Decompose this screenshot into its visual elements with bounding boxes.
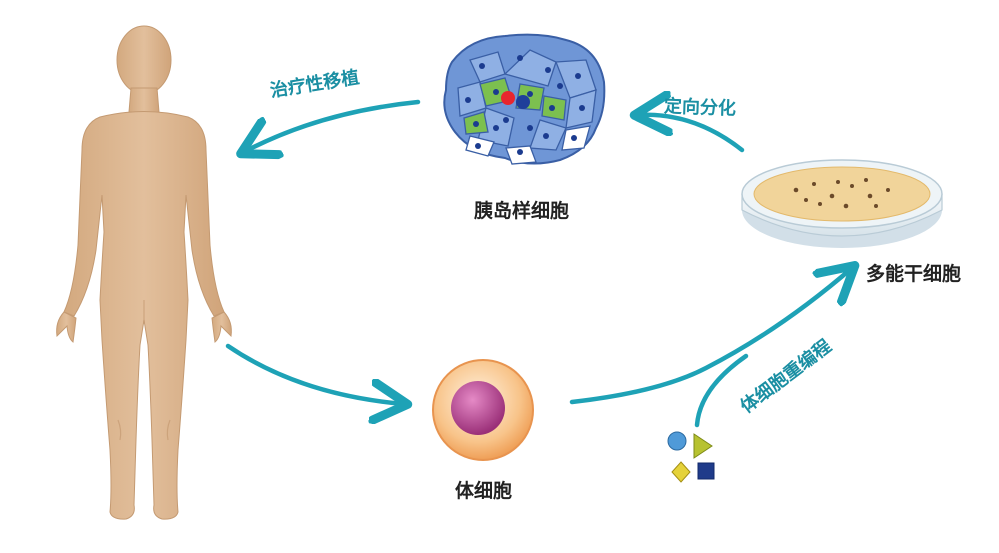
somatic-cell-icon <box>432 359 534 461</box>
arrow-factors-branch <box>694 353 749 428</box>
label-directed-differentiation: 定向分化 <box>663 96 737 120</box>
arrow-to-somatic-cell <box>225 343 404 404</box>
arrow-directed-differentiation <box>638 115 745 153</box>
arrow-somatic-reprogramming <box>569 268 852 405</box>
islet-cell-cluster-icon <box>443 33 606 165</box>
label-islet-cells: 胰岛样细胞 <box>474 200 570 222</box>
human-body-shading <box>117 300 171 441</box>
arrow-therapeutic-transplant <box>244 99 421 152</box>
label-pluripotent-stem-cells: 多能干细胞 <box>866 263 962 285</box>
reprogramming-factors-icon <box>667 431 715 483</box>
label-somatic-cell: 体细胞 <box>455 480 513 502</box>
petri-dish-icon <box>741 159 943 248</box>
human-body-icon <box>56 25 232 520</box>
